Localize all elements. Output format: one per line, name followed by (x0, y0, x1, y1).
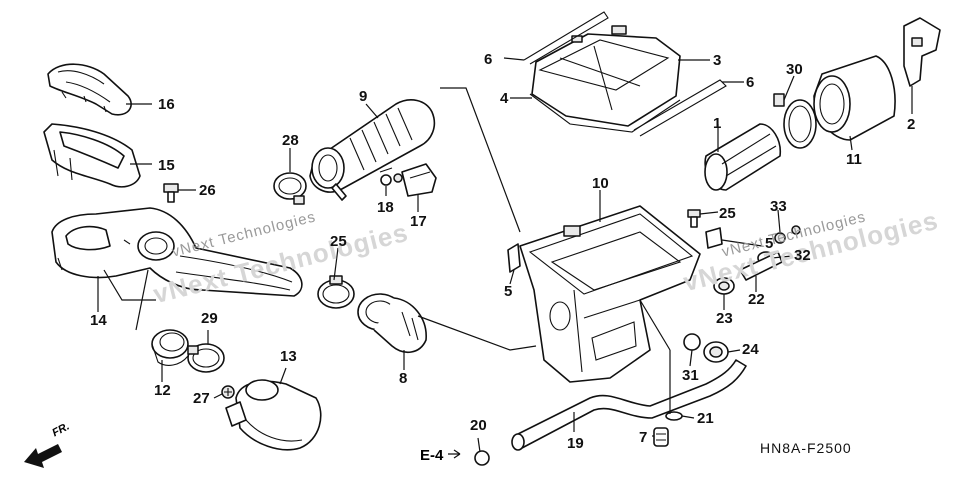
part-31-grommet (683, 333, 701, 351)
callout-33: 33 (770, 198, 787, 215)
part-7-plug (653, 427, 669, 447)
callout-5-left: 5 (504, 283, 513, 300)
callout-32: 32 (794, 247, 811, 264)
part-33-screw (774, 225, 801, 244)
callout-18: 18 (377, 199, 394, 216)
part-23-grommet (713, 277, 735, 295)
callout-19: 19 (567, 435, 584, 452)
callout-31: 31 (682, 367, 699, 384)
part-30-clamp (773, 93, 817, 149)
part-24-joint (703, 341, 729, 363)
callout-23: 23 (716, 310, 733, 327)
callout-26: 26 (199, 182, 216, 199)
part-25-clamp-left (317, 275, 355, 309)
callout-10: 10 (592, 175, 609, 192)
callout-17: 17 (410, 213, 427, 230)
callout-25-right: 25 (719, 205, 736, 222)
diagram-code: HN8A-F2500 (760, 440, 852, 456)
part-22-pipe (739, 251, 783, 281)
part-20-clip (474, 450, 490, 466)
part-11-filter-cover (813, 55, 896, 141)
part-17-cap (393, 163, 437, 197)
part-13-chamber (225, 379, 322, 451)
callout-4: 4 (500, 90, 509, 107)
leader-lines (97, 57, 913, 453)
callout-13: 13 (280, 348, 297, 365)
callout-30: 30 (786, 61, 803, 78)
assembly-line-1 (440, 87, 521, 233)
callout-16: 16 (158, 96, 175, 113)
callout-8: 8 (399, 370, 408, 387)
part-5-clip-left (507, 243, 521, 273)
callout-20: 20 (470, 417, 487, 434)
callout-9: 9 (359, 88, 368, 105)
part-28-clamp (273, 172, 307, 205)
callout-25-left: 25 (330, 233, 347, 250)
callout-2: 2 (907, 116, 916, 133)
assembly-line-4 (103, 269, 156, 301)
callout-12: 12 (154, 382, 171, 399)
callout-24: 24 (742, 341, 759, 358)
part-6-wire-right (633, 79, 727, 137)
part-8-connecting-tube (357, 293, 427, 353)
callout-28: 28 (282, 132, 299, 149)
part-15-duct-housing (43, 123, 141, 188)
part-2-bracket (903, 17, 941, 87)
part-9-intake-hose (309, 99, 436, 201)
part-16-duct-cover (47, 63, 132, 116)
part-19-drain-tube (511, 359, 747, 451)
callout-22: 22 (748, 291, 765, 308)
callout-14: 14 (90, 312, 107, 329)
reference-e4: E-4 (420, 447, 444, 464)
part-26-bolt (163, 183, 179, 203)
part-21-clip (665, 411, 683, 421)
callout-6-right: 6 (746, 74, 755, 91)
part-6-wire-top (523, 11, 609, 65)
part-cover-assembly (529, 25, 681, 133)
part-29-hose-clamp (187, 343, 225, 373)
callout-7: 7 (639, 429, 648, 446)
callout-29: 29 (201, 310, 218, 327)
callout-11: 11 (846, 151, 862, 168)
callout-3: 3 (713, 52, 722, 69)
part-12-band (151, 329, 189, 366)
front-arrow-icon (24, 444, 62, 468)
part-14-intake-duct (51, 207, 303, 297)
callout-6-top: 6 (484, 51, 493, 68)
part-27-screw (221, 385, 235, 399)
callout-5-right: 5 (765, 235, 774, 252)
part-18-clip (379, 167, 393, 186)
part-25-bolt-right (687, 209, 701, 228)
callout-1: 1 (713, 115, 722, 132)
assembly-line-2 (417, 315, 537, 351)
callout-21: 21 (697, 410, 714, 427)
part-1-filter-element (704, 123, 782, 191)
reference-arrow-icon (448, 449, 461, 459)
callout-27: 27 (193, 390, 210, 407)
callout-15: 15 (158, 157, 175, 174)
part-5-clip-right (705, 227, 723, 249)
part-10-air-cleaner-case (519, 205, 701, 383)
